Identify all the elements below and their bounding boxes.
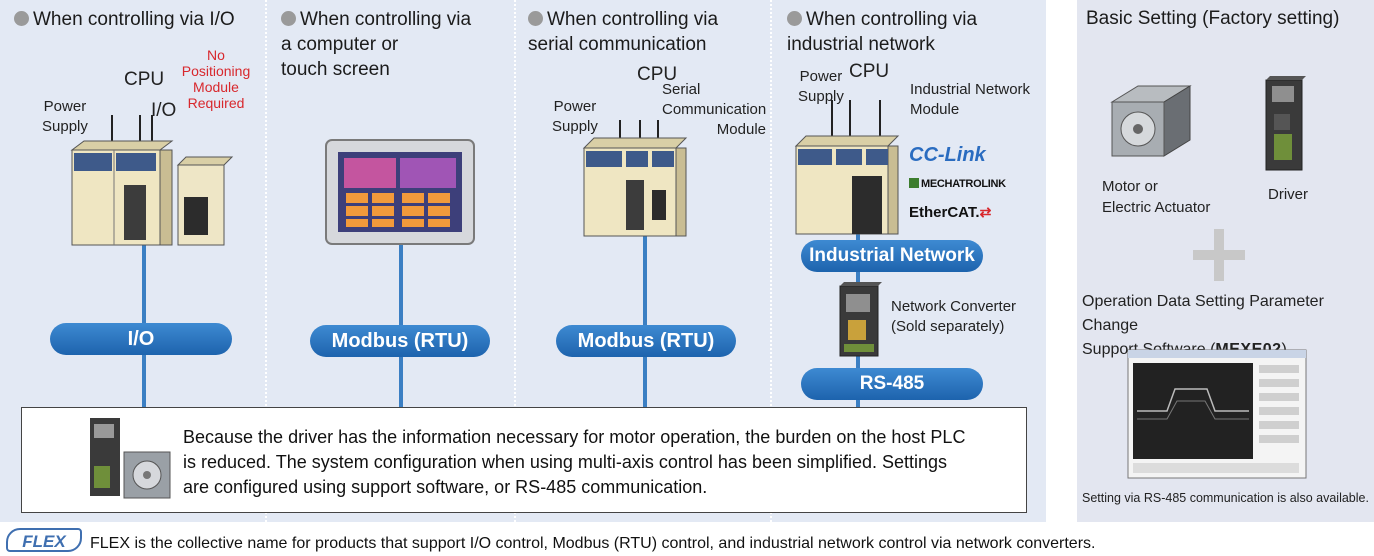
plc-serial-illustration — [582, 120, 688, 237]
ethercat-logo: EtherCAT.⇄ — [909, 204, 992, 221]
plc-network-illustration — [794, 100, 900, 235]
modbus-bus-label: Modbus (RTU) — [556, 325, 736, 357]
modbus-bus-label: Modbus (RTU) — [310, 325, 490, 357]
mechatrolink-logo: MECHATROLINK — [909, 178, 1006, 190]
cpu-label: CPU — [124, 69, 165, 90]
benefit-note-text: Because the driver has the information n… — [183, 427, 966, 497]
network-converter-illustration — [839, 282, 882, 357]
bullet-icon — [528, 11, 543, 26]
mechatrolink-mark-icon — [909, 178, 919, 188]
column-divider — [770, 0, 772, 522]
driver-illustration — [1265, 76, 1306, 171]
heading-io: When controlling via I/O — [14, 7, 235, 32]
heading-serial: When controlling via serial communicatio… — [528, 9, 719, 55]
plus-icon-vertical — [1214, 229, 1224, 281]
benefit-note-box: Because the driver has the information n… — [21, 407, 1027, 513]
driver-motor-illustration — [90, 418, 171, 499]
bullet-icon — [14, 11, 29, 26]
bullet-icon — [787, 11, 802, 26]
ethercat-arrow-icon: ⇄ — [979, 204, 992, 220]
flex-logo: FLEX — [6, 528, 82, 552]
network-converter-label: Network Converter(Sold separately) — [891, 298, 1017, 335]
cpu-label: CPU — [849, 61, 890, 82]
touch-screen-illustration — [325, 139, 475, 245]
heading-network: When controlling via industrial network — [787, 9, 978, 55]
io-label: I/O — [151, 100, 177, 121]
plc-io-illustration — [70, 115, 234, 246]
software-screenshot-illustration — [1127, 349, 1307, 479]
motor-illustration — [1110, 85, 1192, 157]
rs485-footnote: Setting via RS-485 communication is also… — [1082, 491, 1369, 505]
bullet-icon — [281, 11, 296, 26]
heading-computer: When controlling via a computer or touch… — [281, 9, 472, 80]
column-divider — [514, 0, 516, 522]
modbus-line — [643, 230, 647, 408]
flex-description: FLEX is the collective name for products… — [90, 535, 1096, 552]
cc-link-logo: CC-Link — [909, 144, 986, 166]
rs485-bus-label: RS-485 — [801, 368, 983, 400]
cpu-label: CPU — [637, 64, 678, 85]
column-divider — [265, 0, 267, 522]
modbus-line — [399, 240, 403, 408]
industrial-network-bus-label: Industrial Network — [801, 240, 983, 272]
driver-label: Driver — [1268, 186, 1308, 203]
basic-setting-title: Basic Setting (Factory setting) — [1086, 8, 1340, 29]
io-bus-label: I/O — [50, 323, 232, 355]
